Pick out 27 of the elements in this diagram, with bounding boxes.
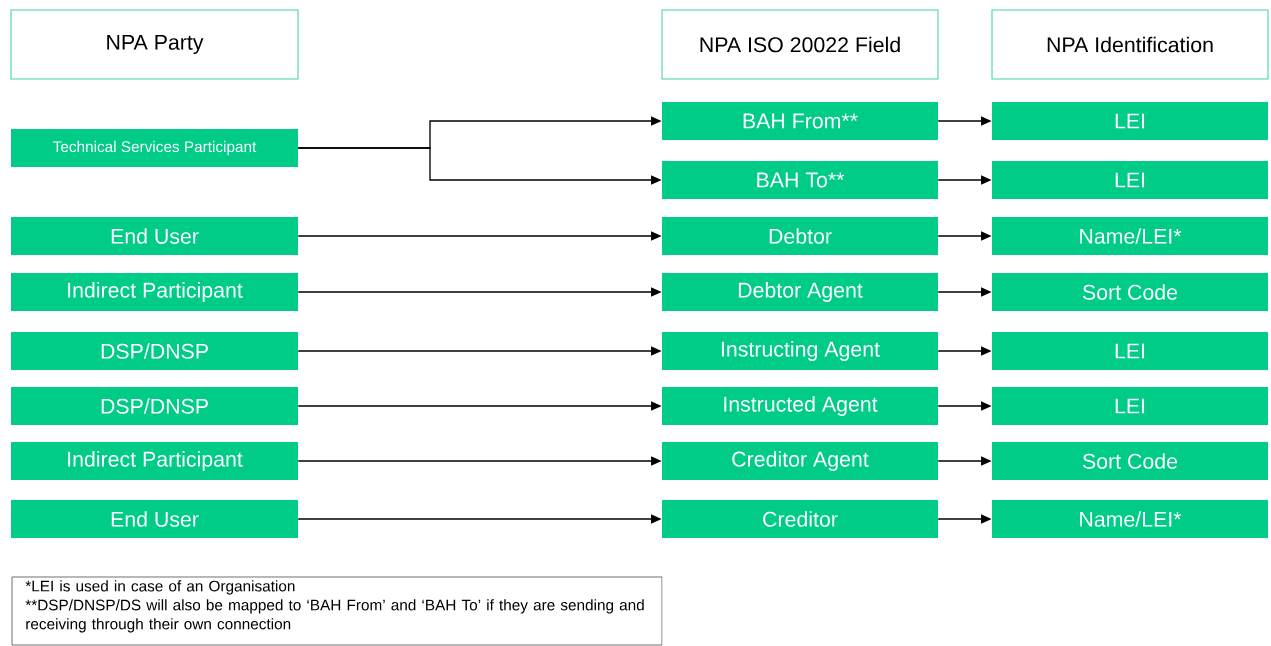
- identification-box: Name/LEI*: [992, 217, 1268, 255]
- identification-box: Name/LEI*: [992, 500, 1268, 538]
- party-box: Indirect Participant: [11, 442, 298, 480]
- column-header-box: NPA Identification: [991, 9, 1269, 80]
- field-box: Creditor: [662, 500, 938, 538]
- party-box: End User: [11, 500, 298, 538]
- column-header-box: NPA ISO 20022 Field: [661, 9, 939, 80]
- note-box: *LEI is used in case of an Organisation **DSP/DNSP/DS will also be mapped to ‘BAH From’ and ‘BAH To’ if they are sending and receiving through their own connection: [11, 576, 663, 646]
- column-header-box: NPA Party: [10, 9, 299, 80]
- identification-box: Sort Code: [992, 442, 1268, 480]
- field-box: Instructing Agent: [662, 332, 938, 370]
- field-box: Creditor Agent: [662, 442, 938, 480]
- identification-box: LEI: [992, 332, 1268, 370]
- party-box: DSP/DNSP: [11, 387, 298, 425]
- field-box: Instructed Agent: [662, 387, 938, 425]
- party-box: Technical Services Participant: [11, 129, 298, 167]
- field-box: BAH To**: [662, 161, 938, 199]
- field-box: Debtor Agent: [662, 273, 938, 311]
- party-box: Indirect Participant: [11, 273, 298, 311]
- field-box: BAH From**: [662, 102, 938, 140]
- field-box: Debtor: [662, 217, 938, 255]
- identification-box: LEI: [992, 102, 1268, 140]
- identification-box: Sort Code: [992, 273, 1268, 311]
- party-box: DSP/DNSP: [11, 332, 298, 370]
- party-box: End User: [11, 217, 298, 255]
- identification-box: LEI: [992, 161, 1268, 199]
- identification-box: LEI: [992, 387, 1268, 425]
